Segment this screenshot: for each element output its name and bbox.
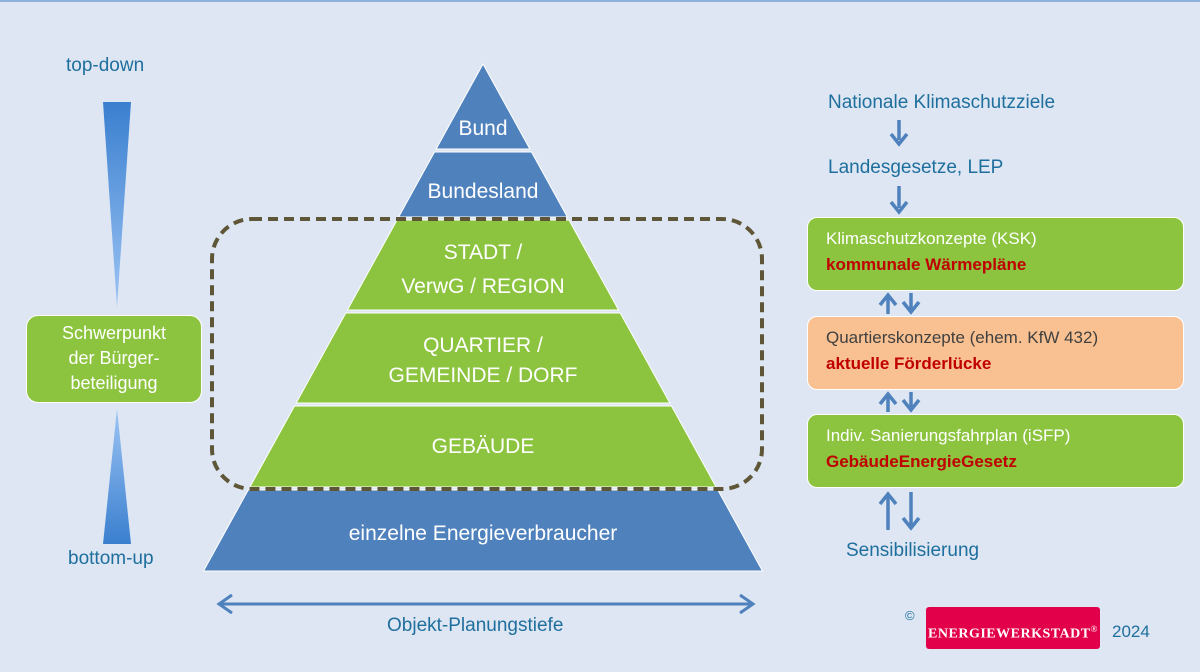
top-down-label: top-down xyxy=(66,55,145,76)
top-down-wedge xyxy=(103,102,131,307)
registered-mark: ® xyxy=(1090,624,1098,634)
pyramid-label-gebaeude: GEBÄUDE xyxy=(432,435,535,458)
quarter-concepts-subtitle: aktuelle Förderlücke xyxy=(826,354,992,373)
pyramid-level-quartier xyxy=(295,312,671,404)
planning-depth-arrow xyxy=(216,593,756,615)
pyramid-label-bund: Bund xyxy=(458,117,507,140)
energiewerkstadt-logo: ENERGIEWERKSTADT® xyxy=(926,607,1100,649)
bottom-up-wedge xyxy=(103,409,131,544)
ksk-subtitle: kommunale Wärmepläne xyxy=(826,255,1027,274)
bottom-up-label: bottom-up xyxy=(68,548,154,569)
ksk-title: Klimaschutzkonzepte (KSK) xyxy=(826,229,1037,248)
national-goals-label: Nationale Klimaschutzziele xyxy=(828,92,1056,113)
bidirectional-arrow-isfp-awareness xyxy=(878,491,921,531)
state-laws-label: Landesgesetze, LEP xyxy=(828,157,1004,178)
quarter-concepts-title: Quartierskonzepte (ehem. KfW 432) xyxy=(826,328,1099,347)
isfp-box: Indiv. Sanierungsfahrplan (iSFP) Gebäude… xyxy=(807,414,1184,488)
awareness-label: Sensibilisierung xyxy=(846,540,980,561)
copyright-symbol: © xyxy=(905,608,915,623)
pyramid-level-bund xyxy=(435,62,531,150)
bidirectional-arrows xyxy=(878,292,921,531)
isfp-subtitle: GebäudeEnergieGesetz xyxy=(826,452,1017,471)
citizen-participation-box: Schwerpunkt der Bürger- beteiligung xyxy=(26,315,202,403)
pyramid-label-quartier: GEMEINDE / DORF xyxy=(388,364,577,387)
arrow-down-national xyxy=(889,120,909,147)
citizen-box-line-2: der Bürger- xyxy=(68,348,160,368)
bidirectional-arrow-quarter-isfp xyxy=(878,391,921,413)
pyramid-label-quartier: QUARTIER / xyxy=(423,334,543,357)
municipal-focus-frame xyxy=(210,217,764,491)
planning-depth-label: Objekt-Planungstiefe xyxy=(387,615,564,636)
bidirectional-arrow-ksk-quarter xyxy=(878,292,921,315)
ksk-box: Klimaschutzkonzepte (KSK) kommunale Wärm… xyxy=(807,217,1184,291)
year-label: 2024 xyxy=(1112,622,1150,641)
arrow-down-land xyxy=(889,186,909,215)
citizen-box-line-1: Schwerpunkt xyxy=(61,323,167,343)
pyramid-label-bundesland: Bundesland xyxy=(428,180,539,203)
logo-text: ENERGIEWERKSTADT xyxy=(928,626,1091,642)
pyramid-label-stadt: VerwG / REGION xyxy=(401,275,564,298)
pyramid-level-bundesland xyxy=(397,151,569,218)
pyramid-label-stadt: STADT / xyxy=(444,241,523,264)
isfp-title: Indiv. Sanierungsfahrplan (iSFP) xyxy=(826,426,1071,445)
quarter-concepts-box: Quartierskonzepte (ehem. KfW 432) aktuel… xyxy=(807,316,1184,390)
citizen-box-line-3: beteiligung xyxy=(70,373,158,393)
pyramid-label-einzelne-verbraucher: einzelne Energieverbraucher xyxy=(349,522,618,545)
